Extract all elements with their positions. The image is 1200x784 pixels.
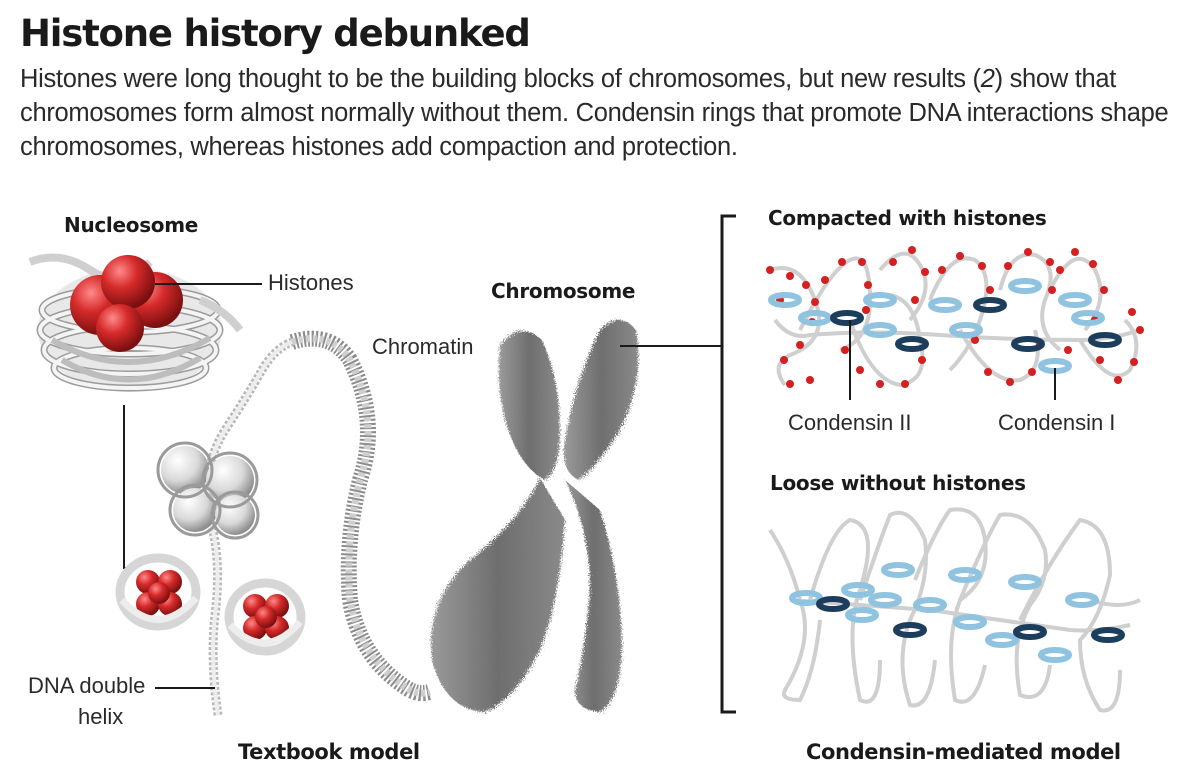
nucleosome-heading: Nucleosome <box>64 213 199 237</box>
reference-number: 2 <box>980 65 995 93</box>
dna-fibre <box>202 330 433 716</box>
loose-loops <box>768 507 1141 713</box>
condensin-i-label: Condensin I <box>998 410 1116 435</box>
condensin-model-caption: Condensin-mediated model <box>806 740 1121 764</box>
nucleosome-illustration <box>28 253 244 392</box>
condensin-rings-compacted <box>768 278 1122 374</box>
nucleosome-cluster <box>156 441 260 540</box>
histone-bead-right <box>224 578 306 656</box>
dna-label-line-1: DNA double <box>28 673 146 698</box>
chromosome-heading: Chromosome <box>491 279 636 303</box>
histone-bead-left <box>115 553 201 631</box>
condensin-rings-loose <box>789 562 1125 663</box>
textbook-model-caption: Textbook model <box>238 740 420 764</box>
figure-description: Histones were long thought to be the bui… <box>20 62 1180 164</box>
nucleosome-leader-line <box>123 405 128 569</box>
chromosome-illustration <box>431 320 639 712</box>
compacted-heading: Compacted with histones <box>768 206 1047 230</box>
description-part-1: Histones were long thought to be the bui… <box>20 65 981 93</box>
loose-heading: Loose without histones <box>770 471 1026 495</box>
compacted-loops <box>766 246 1144 400</box>
condensin-ii-label: Condensin II <box>788 410 912 435</box>
histones-label: Histones <box>268 270 354 295</box>
dna-label-line-2: helix <box>78 704 124 729</box>
description-part-2: ) show that chromosomes form almost norm… <box>20 65 1169 161</box>
model-bracket <box>720 214 736 714</box>
figure-title: Histone history debunked <box>20 12 531 55</box>
chromatin-label: Chromatin <box>372 334 474 359</box>
